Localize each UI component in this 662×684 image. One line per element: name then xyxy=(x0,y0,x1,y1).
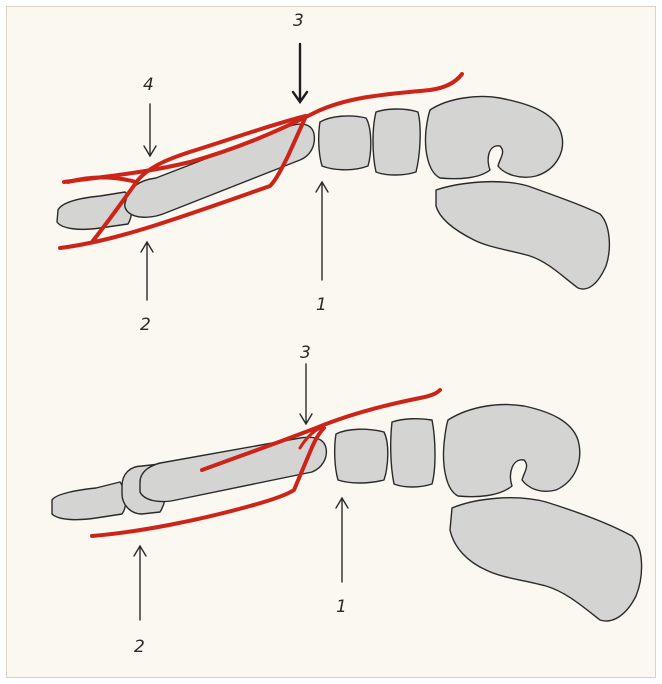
top-panel: 4 3 2 1 xyxy=(57,11,609,335)
top-arrow-4: 4 xyxy=(143,75,156,156)
top-metatarsal-head-1 xyxy=(319,116,371,170)
bottom-metatarsal-head-2 xyxy=(391,419,435,487)
bottom-tarsal-bone xyxy=(444,405,580,497)
top-calcaneus xyxy=(436,182,609,289)
top-arrow-3: 3 xyxy=(293,11,307,102)
bottom-arrow-2: 2 xyxy=(134,546,146,657)
bottom-label-1: 1 xyxy=(336,597,347,617)
top-metatarsal-head-2 xyxy=(373,109,420,175)
top-arrow-1: 1 xyxy=(316,182,328,315)
bottom-distal-phalanx xyxy=(52,482,126,520)
top-label-4: 4 xyxy=(143,75,154,95)
top-tendon-cross xyxy=(68,178,136,183)
bottom-arrow-3: 3 xyxy=(300,343,312,424)
bottom-metatarsal-head-1 xyxy=(335,429,388,483)
top-label-3: 3 xyxy=(293,11,304,31)
top-distal-phalanx xyxy=(57,192,132,229)
top-label-2: 2 xyxy=(140,315,151,335)
top-label-1: 1 xyxy=(316,295,327,315)
bottom-calcaneus xyxy=(450,498,642,621)
bottom-proximal-phalanx xyxy=(140,437,326,501)
top-tarsal-bone xyxy=(426,97,563,179)
top-arrow-2: 2 xyxy=(140,242,153,335)
bottom-panel: 3 2 1 xyxy=(52,343,642,657)
bottom-label-2: 2 xyxy=(134,637,145,657)
bottom-label-3: 3 xyxy=(300,343,311,363)
bottom-arrow-1: 1 xyxy=(336,498,348,617)
